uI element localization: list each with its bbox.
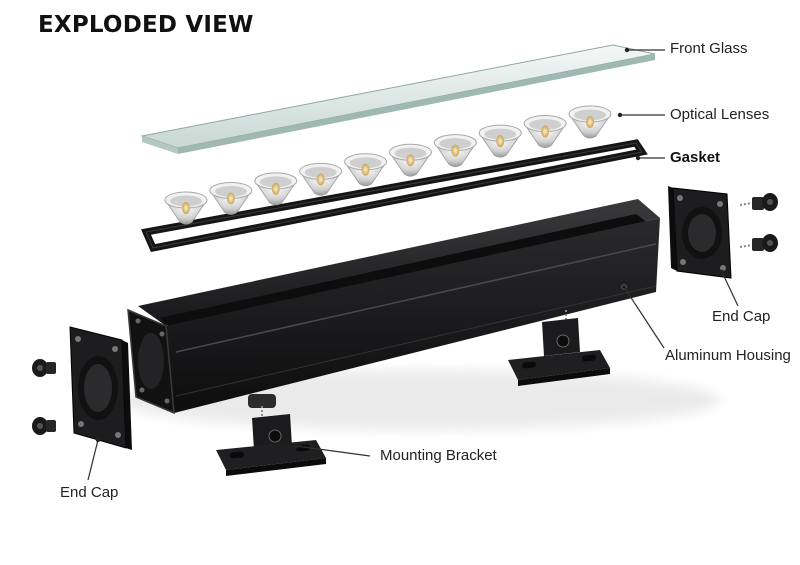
optical-lens — [568, 105, 612, 139]
label-end-cap-left: End Cap — [60, 484, 119, 501]
label-gasket: Gasket — [670, 149, 721, 166]
screws-right — [739, 193, 778, 252]
leader-end-cap-left — [87, 439, 99, 481]
optical-lens — [254, 172, 298, 206]
gasket-part — [141, 139, 648, 252]
leader-aluminum-housing — [623, 286, 665, 349]
optical-lenses-group — [164, 105, 612, 225]
label-end-cap-right: End Cap — [712, 308, 771, 325]
mounting-bracket-left — [216, 394, 326, 476]
end-cap-left-part — [69, 326, 132, 450]
leader-lines — [87, 47, 739, 481]
screw-left-bottom — [32, 417, 56, 435]
screw-right-top — [739, 193, 778, 211]
screws-left — [32, 359, 56, 435]
optical-lens — [343, 153, 388, 187]
screw-right-bottom — [739, 234, 778, 252]
optical-lens — [523, 115, 567, 148]
leader-end-cap-right — [721, 271, 739, 307]
label-aluminum-housing: Aluminum Housing — [665, 347, 791, 364]
end-cap-right-part — [668, 186, 732, 279]
optical-lens — [478, 124, 522, 158]
diagram-title: EXPLODED VIEW — [38, 12, 254, 38]
mounting-bracket-right — [508, 310, 610, 386]
optical-lens — [388, 143, 433, 177]
label-front-glass: Front Glass — [670, 40, 748, 57]
optical-lens — [209, 181, 253, 215]
optical-lens — [164, 191, 208, 225]
screw-left-top — [32, 359, 56, 377]
optical-lens — [433, 134, 478, 168]
label-mounting-bracket: Mounting Bracket — [380, 447, 497, 464]
front-glass-part — [140, 44, 656, 154]
label-optical-lenses: Optical Lenses — [670, 106, 770, 123]
leader-mounting-bracket — [295, 445, 371, 457]
optical-lens — [298, 162, 343, 196]
aluminum-housing-part — [120, 199, 720, 430]
